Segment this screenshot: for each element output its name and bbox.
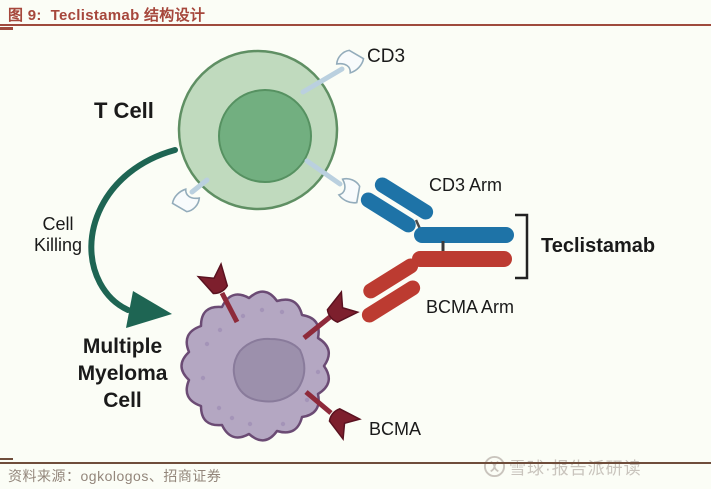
cell-killing-line1: Cell [42, 214, 74, 234]
bcma-receptor-top-icon [197, 263, 240, 324]
myeloma-cell-shape [180, 290, 331, 442]
multiple-myeloma-cell-label: Multiple Myeloma Cell [40, 333, 205, 414]
t-cell-label: T Cell [94, 98, 154, 123]
teclistamab-bracket [515, 213, 529, 280]
bcma-receptor-lower-right-icon [304, 390, 361, 440]
xueqiu-watermark: 雪球·报告派研读 [483, 454, 642, 479]
title-underline-stub [0, 27, 13, 30]
bcma-arm-label: BCMA Arm [426, 297, 515, 317]
myeloma-line1: Multiple [82, 335, 163, 358]
myeloma-line3: Cell [103, 389, 142, 412]
cell-killing-label: Cell Killing [22, 214, 94, 256]
source-note: 资料来源：ogkologos、招商证券 [8, 468, 222, 484]
antibody-bcma-arm [361, 251, 512, 323]
watermark-text: 雪球·报告派研读 [509, 459, 642, 478]
cd3-receptor-left-icon [168, 177, 210, 218]
cd3-arm-label: CD3 Arm [429, 175, 503, 195]
bcma-receptor-upper-right-icon [302, 291, 359, 340]
xueqiu-logo-icon [483, 455, 506, 478]
footer-rule [0, 462, 711, 464]
title-underline [0, 24, 711, 26]
cell-killing-arrow-icon [88, 147, 178, 328]
figure-title: 图 9: Teclistamab 结构设计 [8, 7, 206, 24]
t-cell-shape [177, 49, 339, 211]
bcma-label: BCMA [369, 419, 422, 439]
cd3-receptor-top-icon [300, 44, 368, 95]
antibody-cd3-arm [360, 177, 514, 243]
footer-rule-stub [0, 458, 13, 460]
cd3-receptor-right-icon [304, 158, 367, 208]
cd3-label: CD3 [367, 46, 406, 67]
myeloma-line2: Myeloma [77, 362, 168, 385]
teclistamab-label: Teclistamab [541, 235, 656, 257]
cell-killing-line2: Killing [33, 235, 83, 255]
